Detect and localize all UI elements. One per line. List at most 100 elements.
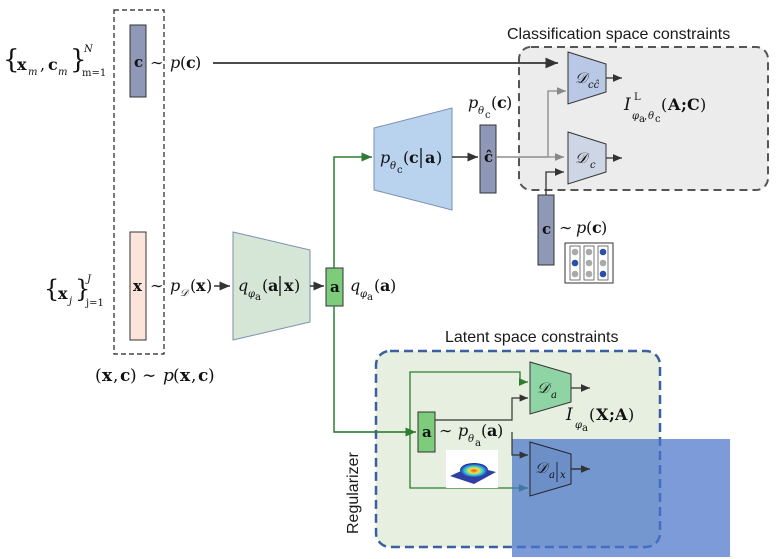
c-bar-input <box>129 24 147 98</box>
svg-text:p: p <box>576 218 586 237</box>
dataset-box <box>113 9 165 355</box>
svg-text:}: } <box>70 45 87 75</box>
classifier-label: p θ c ( c a ) <box>380 148 442 176</box>
svg-text:c: c <box>542 220 551 238</box>
svg-text:a: a <box>487 421 497 440</box>
svg-text:x: x <box>58 284 68 303</box>
latent-constraints-title: Latent space constraints <box>445 329 618 346</box>
svg-text:a: a <box>422 423 432 441</box>
svg-text:c: c <box>409 148 419 167</box>
svg-text:c: c <box>497 93 507 112</box>
svg-text:x: x <box>560 470 566 481</box>
svg-text:a: a <box>367 292 373 303</box>
svg-text:(: ( <box>190 276 196 295</box>
unlabeled-set-formula: { x j } J j=1 <box>44 274 104 309</box>
svg-text:θ: θ <box>648 111 654 122</box>
svg-text:(: ( <box>586 218 592 237</box>
a-sample-box <box>417 411 436 453</box>
svg-text:𝒟: 𝒟 <box>180 288 190 299</box>
svg-text:): ) <box>497 421 503 440</box>
classifier-trapezoid <box>373 107 453 211</box>
svg-text:q: q <box>238 276 248 295</box>
svg-text:,: , <box>191 366 196 386</box>
svg-text:∼: ∼ <box>150 276 163 295</box>
svg-text:,: , <box>644 111 647 122</box>
svg-text:θ: θ <box>478 106 484 117</box>
latent-marginal-label: q φ a ( a ) <box>350 276 396 303</box>
svg-text:N: N <box>83 44 94 55</box>
discriminator-d-cc <box>567 51 607 105</box>
svg-text:(: ( <box>180 53 186 72</box>
svg-text:a: a <box>551 390 557 401</box>
svg-text:L: L <box>634 92 641 103</box>
svg-text:a: a <box>549 470 555 481</box>
svg-text:C: C <box>687 95 700 114</box>
svg-text:c: c <box>48 55 58 74</box>
svg-text:a: a <box>255 292 261 303</box>
svg-text:𝒟: 𝒟 <box>537 379 552 397</box>
svg-text:{: { <box>3 45 20 75</box>
svg-text:): ) <box>601 218 607 237</box>
svg-text:A: A <box>614 405 628 424</box>
svg-text:p: p <box>170 276 180 295</box>
discriminator-d-ax <box>529 441 572 497</box>
svg-text:p: p <box>468 93 478 112</box>
svg-text:a: a <box>475 438 481 449</box>
svg-text:(: ( <box>403 148 409 167</box>
svg-text:𝒟: 𝒟 <box>575 69 590 87</box>
svg-text:c: c <box>485 110 491 121</box>
regularizer-label: Regularizer <box>345 452 362 534</box>
svg-text:): ) <box>436 148 442 167</box>
svg-text:;: ; <box>609 405 615 424</box>
a-sample-label: ∼ p θ a ( a ) <box>439 421 503 449</box>
svg-text:m=1: m=1 <box>82 68 106 79</box>
svg-text:): ) <box>195 53 201 72</box>
svg-text:(: ( <box>374 276 380 295</box>
svg-text:,: , <box>113 366 118 386</box>
svg-text:): ) <box>390 276 396 295</box>
svg-text:): ) <box>206 276 212 295</box>
discriminator-d-a <box>529 361 572 415</box>
svg-text:φ: φ <box>360 289 367 300</box>
svg-text:m: m <box>58 67 67 78</box>
svg-text:a: a <box>330 278 340 296</box>
svg-text:c: c <box>397 165 403 176</box>
svg-text:a: a <box>268 276 278 295</box>
svg-text:(: ( <box>661 95 667 114</box>
svg-text:): ) <box>294 276 300 295</box>
onehot-samples-icon <box>564 242 614 284</box>
svg-text:): ) <box>208 366 215 386</box>
svg-text:c: c <box>655 114 661 125</box>
c-prior-label: p ( c ) <box>170 53 201 72</box>
svg-text:p: p <box>170 53 180 72</box>
svg-text:c: c <box>592 218 602 237</box>
svg-text:a: a <box>425 148 435 167</box>
svg-text:(: ( <box>173 366 180 386</box>
svg-text:φ: φ <box>575 420 582 431</box>
svg-text:(: ( <box>491 93 497 112</box>
svg-text:ĉ: ĉ <box>484 148 493 166</box>
svg-text:;: ; <box>681 95 687 114</box>
svg-text:x: x <box>180 366 191 386</box>
svg-text:}: } <box>75 275 90 303</box>
svg-text:J: J <box>85 274 92 285</box>
discriminator-d-c <box>567 131 607 185</box>
svg-text:x: x <box>102 366 113 386</box>
mi-classification-label: I L φ a , θ c ( A ; C ) <box>623 92 706 125</box>
svg-text:∼: ∼ <box>559 218 572 237</box>
svg-text:(: ( <box>589 405 595 424</box>
svg-text:): ) <box>628 405 634 424</box>
svg-text:x: x <box>284 276 294 295</box>
svg-text:∼: ∼ <box>150 53 163 72</box>
gaussian-prior-thumbnail <box>446 450 498 488</box>
svg-text:θ: θ <box>468 434 474 445</box>
x-distribution-label: p 𝒟 ( x ) <box>170 276 212 299</box>
svg-text:x: x <box>196 276 206 295</box>
svg-text:c: c <box>134 53 143 71</box>
x-bar-input <box>129 231 147 341</box>
c-hat-bar <box>479 124 497 194</box>
encoder-trapezoid <box>232 231 311 341</box>
svg-text:{: { <box>44 275 59 303</box>
mi-latent-label: I φ a ( X ; A ) <box>565 405 634 434</box>
